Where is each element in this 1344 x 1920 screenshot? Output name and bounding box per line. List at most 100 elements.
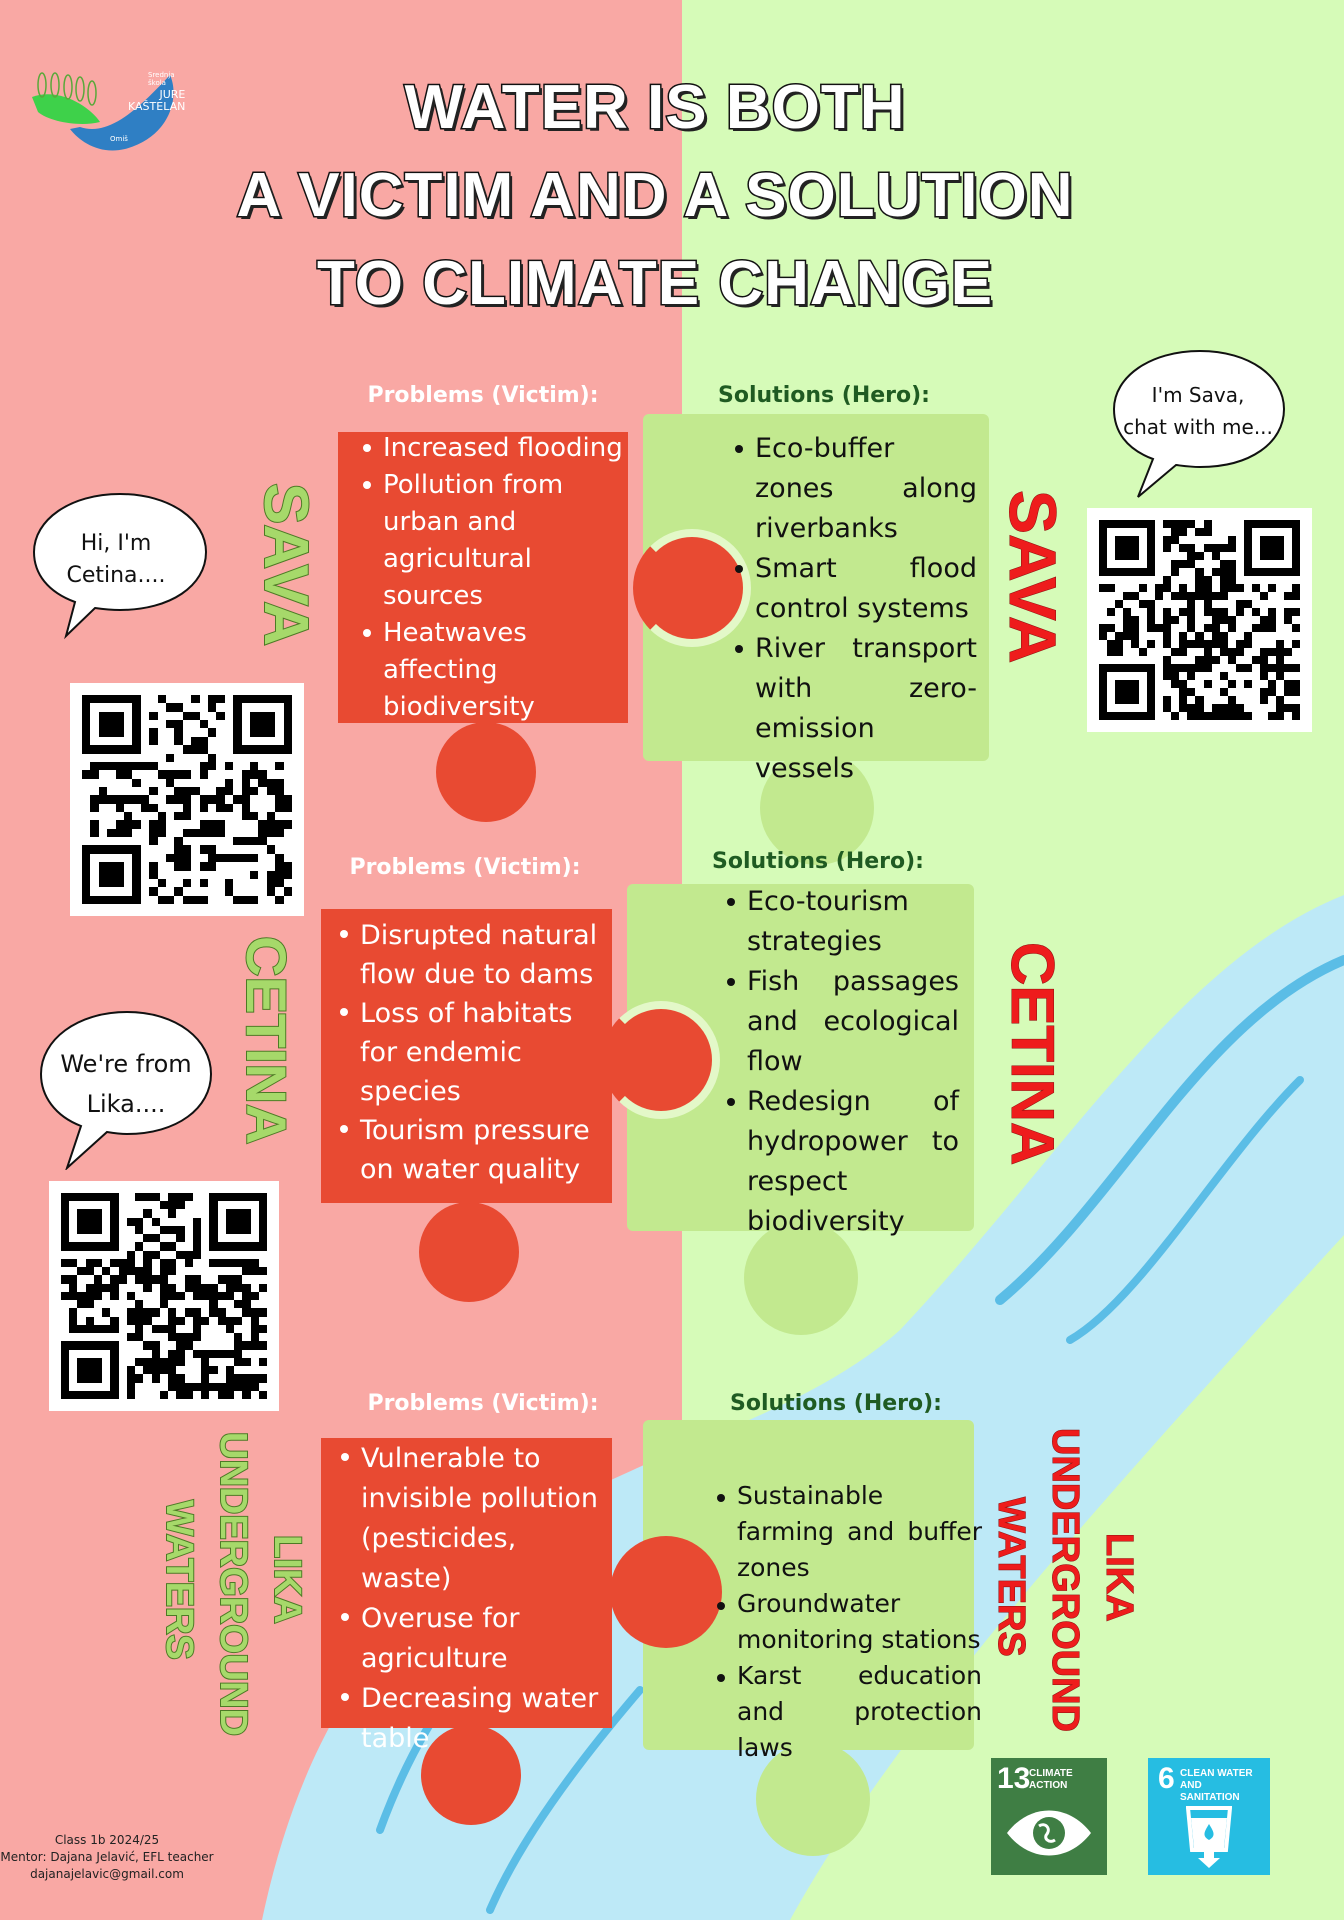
qr-module xyxy=(258,1308,267,1317)
qr-code-lika[interactable] xyxy=(49,1181,279,1411)
qr-code-sava[interactable] xyxy=(1087,508,1312,732)
qr-module xyxy=(242,1333,251,1342)
qr-module xyxy=(174,786,183,796)
qr-module xyxy=(234,1349,243,1358)
qr-module xyxy=(266,778,276,787)
qr-module xyxy=(110,1193,119,1202)
qr-module xyxy=(168,1316,177,1325)
qr-module xyxy=(174,778,183,787)
qr-module xyxy=(242,1291,251,1301)
qr-module xyxy=(217,1283,226,1292)
qr-module xyxy=(1163,600,1172,608)
qr-module xyxy=(157,753,166,762)
qr-module xyxy=(123,828,133,838)
qr-module xyxy=(1203,520,1212,528)
qr-code-cetina[interactable] xyxy=(70,683,304,916)
qr-module xyxy=(82,770,91,779)
qr-module xyxy=(135,1341,144,1350)
qr-module xyxy=(283,887,292,896)
qr-module xyxy=(258,1283,267,1292)
qr-module xyxy=(174,770,183,779)
qr-module xyxy=(1147,624,1156,632)
qr-module xyxy=(1155,672,1164,680)
qr-module xyxy=(184,1275,193,1284)
qr-module xyxy=(1243,648,1252,656)
qr-module xyxy=(266,887,276,896)
qr-module xyxy=(1243,696,1252,704)
qr-module xyxy=(1291,648,1300,656)
qr-module xyxy=(69,1209,78,1218)
qr-module xyxy=(77,1390,86,1399)
qr-module xyxy=(102,1291,111,1301)
qr-module xyxy=(115,853,124,863)
qr-module xyxy=(216,770,225,779)
qr-module xyxy=(168,1225,177,1235)
qr-module xyxy=(118,1275,127,1284)
qr-module xyxy=(1131,544,1140,552)
qr-module xyxy=(1107,552,1116,560)
qr-module xyxy=(98,736,108,746)
qr-module xyxy=(1235,680,1244,688)
qr-module xyxy=(1107,584,1116,592)
qr-module xyxy=(1219,552,1228,560)
qr-module xyxy=(266,753,276,762)
email-link[interactable]: dajanajelavic@gmail.com xyxy=(30,1867,184,1881)
qr-module xyxy=(115,711,124,721)
qr-module xyxy=(140,695,150,704)
qr-module xyxy=(225,1217,235,1226)
qr-module xyxy=(61,1308,70,1317)
qr-module xyxy=(258,1234,267,1243)
qr-module xyxy=(234,1267,243,1276)
qr-module xyxy=(110,1324,119,1334)
qr-module xyxy=(191,828,200,838)
qr-module xyxy=(115,828,124,838)
qr-module xyxy=(249,878,259,888)
qr-module xyxy=(234,1217,243,1226)
qr-module xyxy=(192,1349,202,1358)
qr-module xyxy=(115,720,124,729)
qr-module xyxy=(140,812,150,821)
qr-module xyxy=(1139,600,1148,608)
qr-module xyxy=(199,878,208,888)
qr-module xyxy=(224,837,234,846)
qr-module xyxy=(176,1242,185,1251)
qr-module xyxy=(110,1291,119,1301)
qr-module xyxy=(1243,584,1252,592)
qr-module xyxy=(149,862,158,871)
qr-module xyxy=(207,862,217,871)
qr-module xyxy=(1195,648,1204,656)
qr-module xyxy=(242,1308,251,1317)
qr-module xyxy=(249,761,259,771)
qr-module xyxy=(102,1300,111,1309)
qr-module xyxy=(1291,680,1300,688)
qr-module xyxy=(90,895,99,904)
qr-module xyxy=(201,1258,210,1268)
qr-module xyxy=(126,1357,136,1367)
qr-module xyxy=(85,1225,94,1235)
qr-module xyxy=(118,1225,127,1235)
qr-module xyxy=(225,1267,235,1276)
qr-module xyxy=(191,870,200,879)
qr-module xyxy=(69,1250,78,1259)
qr-module xyxy=(225,1324,235,1334)
qr-module xyxy=(132,786,141,796)
qr-module xyxy=(209,1283,218,1292)
qr-module xyxy=(1243,608,1252,616)
qr-module xyxy=(191,736,200,746)
qr-module xyxy=(85,1275,94,1284)
qr-module xyxy=(216,728,225,737)
qr-module xyxy=(1291,672,1300,680)
qr-module xyxy=(182,795,192,804)
qr-module xyxy=(1107,704,1116,712)
qr-module xyxy=(249,837,259,846)
qr-module xyxy=(266,812,276,821)
qr-module xyxy=(135,1357,144,1367)
qr-module xyxy=(151,1250,160,1259)
qr-module xyxy=(110,1316,119,1325)
qr-module xyxy=(201,1234,210,1243)
qr-module xyxy=(77,1291,86,1301)
qr-module xyxy=(1131,664,1140,672)
qr-module xyxy=(1107,656,1116,664)
qr-module xyxy=(1163,520,1172,528)
